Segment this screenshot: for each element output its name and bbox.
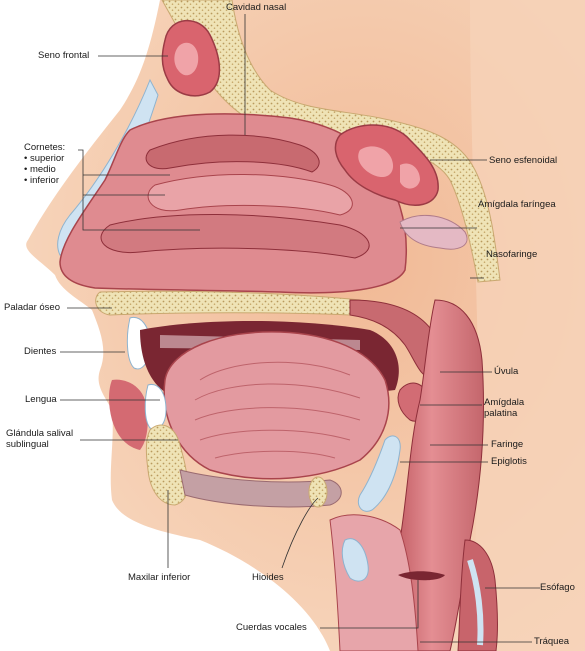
mandible-bone bbox=[145, 424, 189, 506]
label-glandula-salival-line2: sublingual bbox=[6, 439, 49, 450]
label-cornetes-medio: • medio bbox=[24, 164, 56, 175]
superior-concha bbox=[145, 134, 320, 173]
label-glandula-salival-line1: Glándula salival bbox=[6, 428, 74, 439]
lower-lip bbox=[109, 379, 148, 450]
label-traquea: Tráquea bbox=[534, 636, 570, 647]
pharyngeal-tonsil-shape bbox=[399, 214, 468, 250]
label-cornetes: Cornetes: • superior • medio • inferior bbox=[24, 142, 65, 186]
label-glandula-salival: Glándula salival sublingual bbox=[6, 428, 73, 450]
floor-muscles bbox=[179, 469, 342, 508]
label-lengua: Lengua bbox=[25, 394, 57, 405]
label-seno-frontal: Seno frontal bbox=[38, 50, 90, 61]
label-nasofaringe: Nasofaringe bbox=[486, 249, 538, 260]
label-maxilar-inferior: Maxilar inferior bbox=[128, 572, 191, 583]
label-amigdala-palatina-line2: palatina bbox=[484, 408, 518, 419]
hyoid-bone bbox=[308, 476, 328, 508]
neck-skin bbox=[470, 0, 585, 651]
label-hioides: Hioides bbox=[252, 572, 284, 583]
label-cornetes-superior: • superior bbox=[24, 153, 65, 164]
label-amigdala-palatina-line1: Amígdala bbox=[484, 397, 525, 408]
thyroid-cartilage bbox=[341, 538, 369, 582]
label-cornetes-inferior: • inferior bbox=[24, 175, 60, 186]
label-cornetes-title: Cornetes: bbox=[24, 142, 66, 153]
label-faringe: Faringe bbox=[491, 439, 524, 450]
leader-lines bbox=[60, 14, 540, 643]
label-esofago: Esófago bbox=[540, 582, 575, 593]
label-cavidad-nasal: Cavidad nasal bbox=[226, 2, 287, 13]
label-cuerdas-vocales: Cuerdas vocales bbox=[236, 622, 307, 633]
label-paladar-oseo: Paladar óseo bbox=[4, 302, 60, 313]
tongue-shape bbox=[163, 331, 390, 480]
label-amigdala-faringea: Amígdala faríngea bbox=[478, 199, 556, 210]
label-seno-esfenoidal: Seno esfenoidal bbox=[489, 155, 558, 166]
vocal-cords-shape bbox=[398, 571, 445, 581]
label-dientes: Dientes bbox=[24, 346, 57, 357]
label-uvula: Úvula bbox=[494, 366, 519, 377]
epiglottis-shape bbox=[357, 435, 401, 512]
label-amigdala-palatina: Amígdala palatina bbox=[484, 397, 524, 419]
inferior-concha bbox=[100, 214, 370, 259]
label-epiglotis: Epiglotis bbox=[491, 456, 527, 467]
middle-concha bbox=[147, 174, 353, 216]
